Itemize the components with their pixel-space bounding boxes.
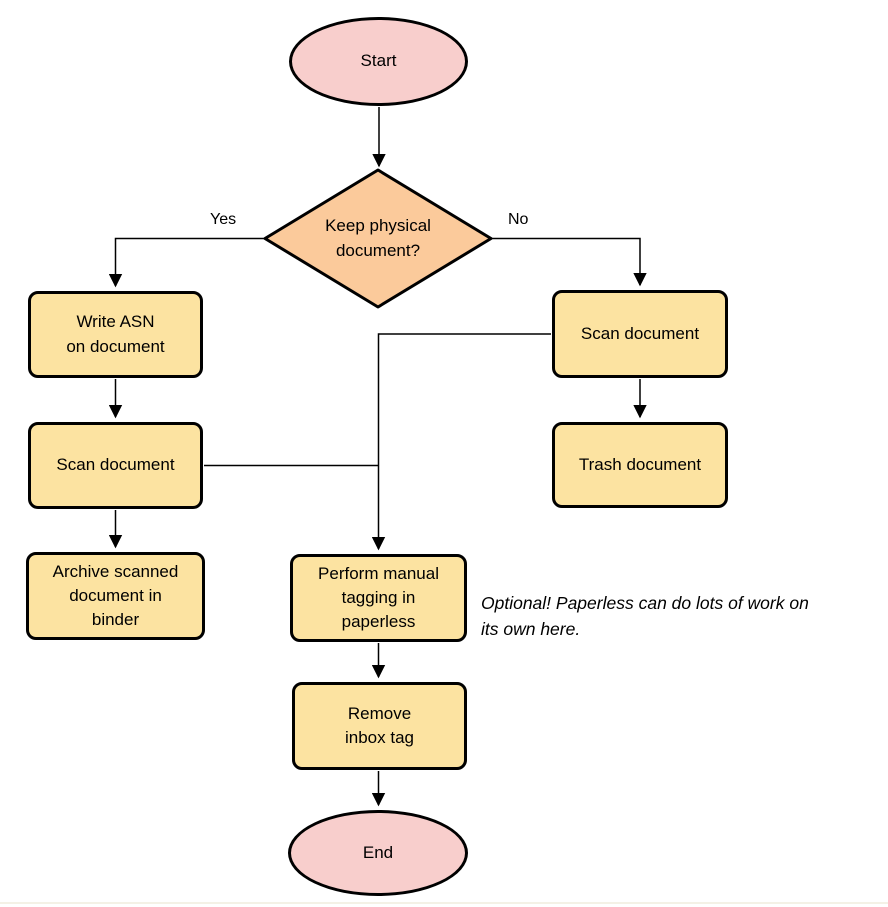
decision-label: Keep physical document? [325,216,431,260]
page-bottom-edge [0,902,888,904]
edge-label-yes: Yes [210,211,237,228]
node-archive-in-binder: Archive scanned document in binder [26,552,205,640]
edge-scan-right-to-tagging [371,333,551,551]
node-remove-inbox-tag: Remove inbox tag [292,682,467,770]
edge-label-no: No [508,211,529,228]
edge-decision-no-to-scan-right [492,237,647,287]
node-write-asn: Write ASN on document [28,291,203,378]
node-manual-tagging: Perform manual tagging in paperless [290,554,467,642]
node-decision: Keep physical document? [262,167,494,310]
node-trash-document: Trash document [552,422,728,508]
node-scan-document-right: Scan document [552,290,728,378]
optional-annotation: Optional! Paperless can do lots of work … [481,593,809,639]
node-end: End [288,810,468,896]
edge-decision-yes-to-write-asn [108,237,264,288]
node-scan-document-left: Scan document [28,422,203,509]
decision-diamond-shape [263,168,493,309]
node-start: Start [289,17,468,106]
